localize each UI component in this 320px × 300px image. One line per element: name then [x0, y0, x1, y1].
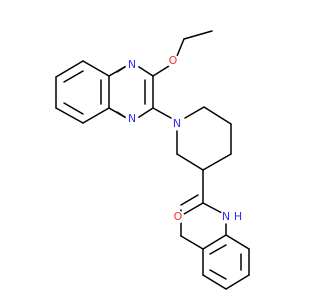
bond — [176, 153, 204, 171]
bond — [225, 274, 250, 290]
bond — [202, 202, 223, 214]
bond — [63, 70, 84, 83]
bond — [202, 274, 227, 290]
amide-nitrogen: N — [222, 210, 230, 223]
bond — [202, 234, 227, 250]
bond — [180, 235, 204, 250]
bond — [225, 234, 250, 250]
amide-hydrogen: H — [234, 210, 242, 223]
bond — [152, 65, 170, 77]
carbonyl-oxygen: O — [174, 210, 183, 223]
bond — [135, 64, 154, 77]
bond — [152, 107, 172, 119]
bond — [183, 30, 213, 40]
bond — [176, 38, 185, 57]
bond-layer — [55, 30, 250, 290]
bond — [63, 102, 84, 115]
piperidine-nitrogen: N — [173, 117, 181, 130]
quinoxaline-nitrogen-top: N — [128, 58, 136, 71]
bond — [209, 244, 227, 255]
bond — [202, 153, 232, 171]
bond — [82, 107, 110, 124]
bond — [55, 60, 84, 78]
bond — [183, 202, 204, 215]
bond — [135, 107, 154, 120]
bond — [55, 107, 84, 124]
atom-label-layer: N N O N O N H — [125, 54, 244, 224]
chemical-structure-canvas: N N O N O N H — [55, 30, 250, 290]
bond — [82, 60, 110, 77]
quinoxaline-nitrogen-bottom: N — [128, 112, 136, 125]
ether-oxygen: O — [169, 54, 178, 67]
bond — [184, 106, 205, 119]
bond — [209, 269, 227, 280]
bond — [203, 106, 232, 125]
bond — [180, 194, 199, 206]
molecule-diagram: N N O N O N H — [55, 30, 250, 290]
